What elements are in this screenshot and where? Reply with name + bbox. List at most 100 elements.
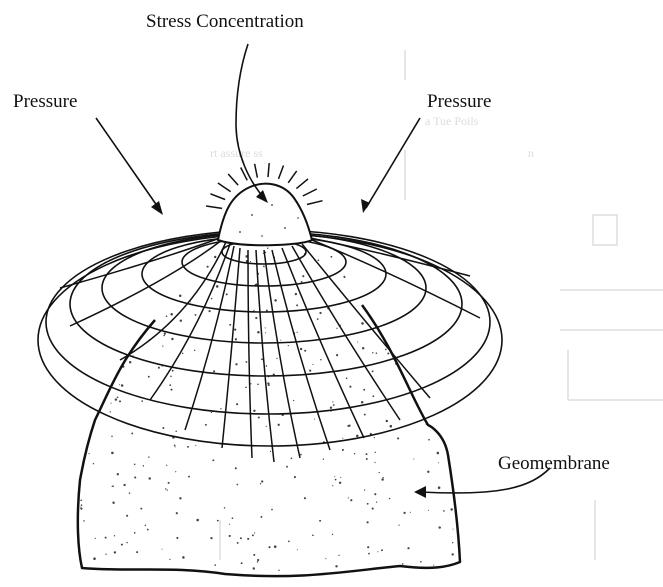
stress-concentration-label: Stress Concentration [146,12,304,31]
stipple-dot [270,451,271,452]
stipple-dot [364,289,366,291]
stipple-dot [175,471,176,472]
bristle [307,201,323,205]
stipple-dot [131,432,133,434]
stipple-dot [302,275,304,277]
field-line [282,248,364,438]
stipple-dot [433,288,434,289]
geomembrane-arrowhead [414,486,426,498]
stipple-dot [256,283,258,285]
stipple-dot [319,520,321,522]
stipple-dot [367,546,369,548]
stipple-dot [280,340,281,341]
stipple-dot [437,452,440,455]
stipple-dot [445,230,447,232]
stipple-dot [453,258,455,260]
stipple-dot [196,519,199,522]
stipple-dot [323,459,324,460]
stipple-dot [406,240,407,241]
stipple-dot [425,266,427,268]
stipple-dot [236,403,238,405]
stipple-dot [115,398,117,400]
stress-contour [142,236,386,312]
stipple-dot [260,483,261,484]
field-line [256,250,274,462]
stipple-dot [449,384,450,385]
stipple-dot [111,436,113,438]
stipple-dot [257,384,259,386]
stipple-dot [437,241,439,243]
stipple-dot [143,254,144,255]
stipple-dot [296,304,298,306]
stipple-dot [455,292,456,293]
stipple-dot [268,546,270,548]
stipple-dot [447,343,449,345]
stipple-dot [195,253,196,254]
stipple-dot [367,503,369,505]
stipple-dot [346,377,348,379]
stipple-dot [444,438,445,439]
stipple-dot [464,234,465,235]
bristle [206,206,222,208]
stipple-dot [102,307,103,308]
stipple-dot [147,529,149,531]
stipple-dot [85,304,86,305]
pressure-right-arrow [366,118,420,208]
bristle [303,189,317,196]
stipple-dot [241,562,243,564]
stipple-dot [300,454,302,456]
stipple-dot [235,467,237,469]
stipple-dot [460,451,462,453]
stipple-dot [76,572,78,574]
stipple-dot [332,534,333,535]
stipple-dot [141,400,143,402]
stipple-dot [421,350,422,351]
stipple-dot [232,517,234,519]
stipple-dot [317,318,319,320]
stipple-dot [169,247,171,249]
stipple-dot [229,324,231,326]
stipple-dot [88,241,91,244]
stipple-dot [449,410,450,411]
stipple-dot [85,380,87,382]
field-line [222,248,240,448]
stipple-dot [121,384,124,387]
stipple-dot [180,319,182,321]
stipple-dot [240,537,242,539]
stipple-dot [436,363,439,366]
stipple-dot [109,353,110,354]
stipple-dot [428,414,430,416]
stipple-dot [382,576,383,577]
stipple-dot [300,348,302,350]
stipple-dot [428,510,429,511]
stipple-dot [170,376,171,377]
stipple-dot [374,437,375,438]
stress-contour [46,230,490,414]
stipple-dot [129,492,131,494]
stipple-dot [74,400,76,402]
stipple-dot [372,352,373,353]
stipple-dot [128,287,129,288]
stipple-dot [453,529,454,530]
stipple-dot [428,298,431,301]
stipple-dot [457,391,458,392]
stipple-dot [104,268,105,269]
stipple-dot [366,453,368,455]
stipple-dot [265,332,266,333]
stipple-dot [254,532,255,533]
stipple-dot [261,358,263,360]
stipple-dot [126,233,128,235]
bristle [268,163,269,177]
stipple-dot [253,310,254,311]
stipple-dot [439,315,441,317]
stipple-dot [174,444,176,446]
stipple-dot [216,285,219,288]
stipple-dot [342,438,343,439]
stress-arrow [236,44,264,198]
stipple-dot [224,507,225,508]
stipple-dot [381,478,383,480]
bristle [228,174,238,185]
bristle [255,164,258,178]
stipple-dot [129,333,131,335]
